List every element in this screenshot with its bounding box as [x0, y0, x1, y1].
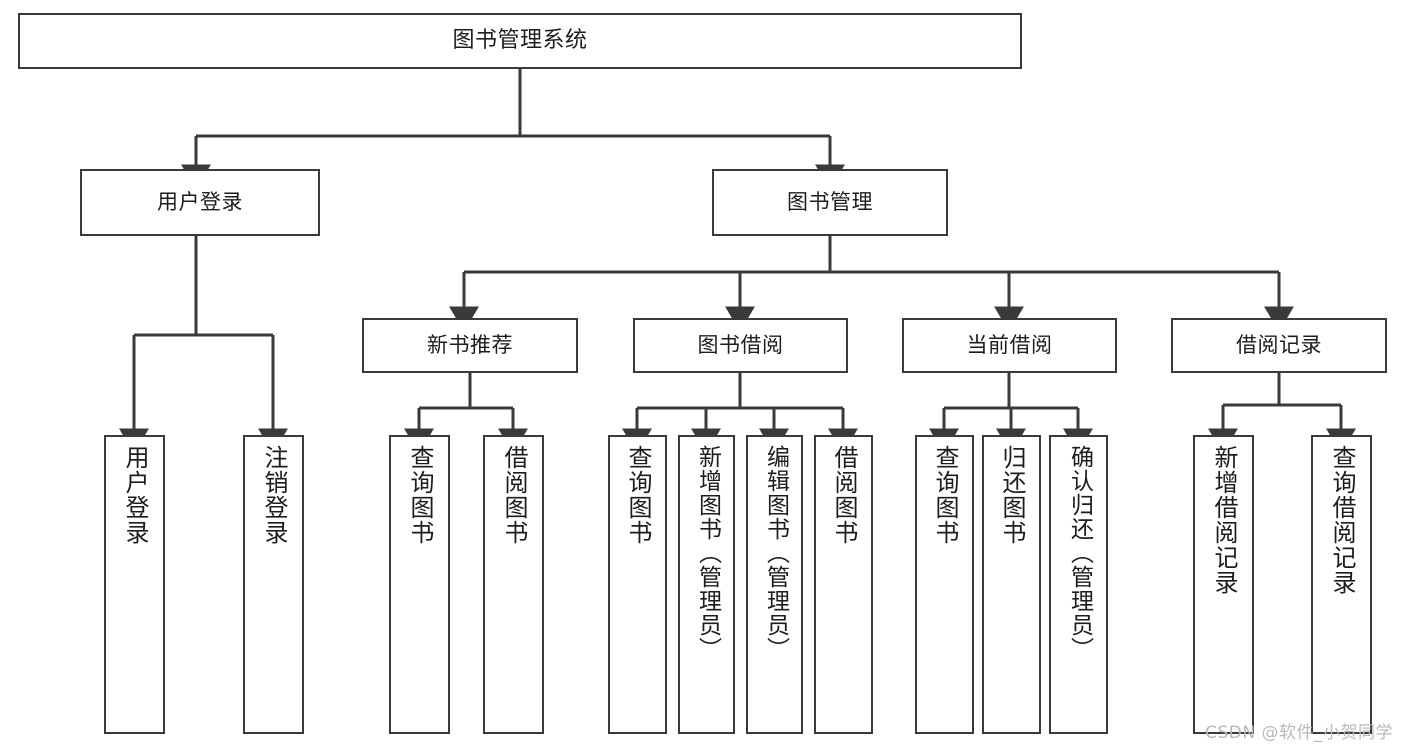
node-leaf-borrow-book-2[interactable]: 借阅图书	[814, 435, 873, 734]
node-user-login[interactable]: 用户登录	[80, 169, 320, 236]
node-leaf-user-logout[interactable]: 注销登录	[243, 435, 304, 734]
node-label: 新书推荐	[427, 333, 513, 358]
node-leaf-edit-book[interactable]: 编辑图书（管理员）	[746, 435, 803, 734]
node-leaf-query-book-3[interactable]: 查询图书	[915, 435, 974, 734]
node-leaf-user-login[interactable]: 用户登录	[104, 435, 165, 734]
node-label: 图书管理	[787, 190, 873, 215]
node-leaf-query-record[interactable]: 查询借阅记录	[1311, 435, 1372, 734]
node-label: 图书借阅	[697, 333, 784, 358]
node-leaf-add-book[interactable]: 新增图书（管理员）	[678, 435, 735, 734]
node-root-system[interactable]: 图书管理系统	[18, 13, 1022, 69]
node-label: 归还图书	[997, 445, 1026, 545]
node-leaf-query-book-2[interactable]: 查询图书	[608, 435, 667, 734]
node-label: 确认归还（管理员）	[1066, 445, 1093, 661]
csdn-watermark: CSDN @软件_小贺同学	[1205, 723, 1393, 743]
node-label: 新增图书（管理员）	[694, 445, 721, 661]
node-label: 查询借阅记录	[1327, 445, 1356, 595]
node-label: 借阅记录	[1236, 333, 1322, 358]
node-borrow-record[interactable]: 借阅记录	[1171, 318, 1387, 373]
node-label: 查询图书	[405, 445, 434, 545]
node-label: 注销登录	[259, 445, 288, 545]
node-label: 编辑图书（管理员）	[762, 445, 789, 661]
node-current-borrow[interactable]: 当前借阅	[902, 318, 1117, 373]
node-leaf-query-book-1[interactable]: 查询图书	[389, 435, 450, 734]
node-new-book-rec[interactable]: 新书推荐	[362, 318, 578, 373]
node-leaf-add-record[interactable]: 新增借阅记录	[1193, 435, 1254, 734]
node-book-borrow[interactable]: 图书借阅	[633, 318, 848, 373]
node-label: 用户登录	[120, 445, 149, 545]
node-label: 用户登录	[157, 190, 243, 215]
node-label: 图书管理系统	[452, 28, 588, 54]
node-leaf-return-book[interactable]: 归还图书	[982, 435, 1041, 734]
node-label: 查询图书	[930, 445, 959, 545]
node-leaf-borrow-book-1[interactable]: 借阅图书	[483, 435, 544, 734]
node-label: 借阅图书	[499, 445, 528, 545]
node-leaf-confirm-return[interactable]: 确认归还（管理员）	[1049, 435, 1108, 734]
node-book-manage[interactable]: 图书管理	[712, 169, 948, 236]
node-label: 借阅图书	[829, 445, 858, 545]
node-label: 当前借阅	[966, 333, 1053, 358]
node-label: 新增借阅记录	[1209, 445, 1238, 595]
node-label: 查询图书	[623, 445, 652, 545]
